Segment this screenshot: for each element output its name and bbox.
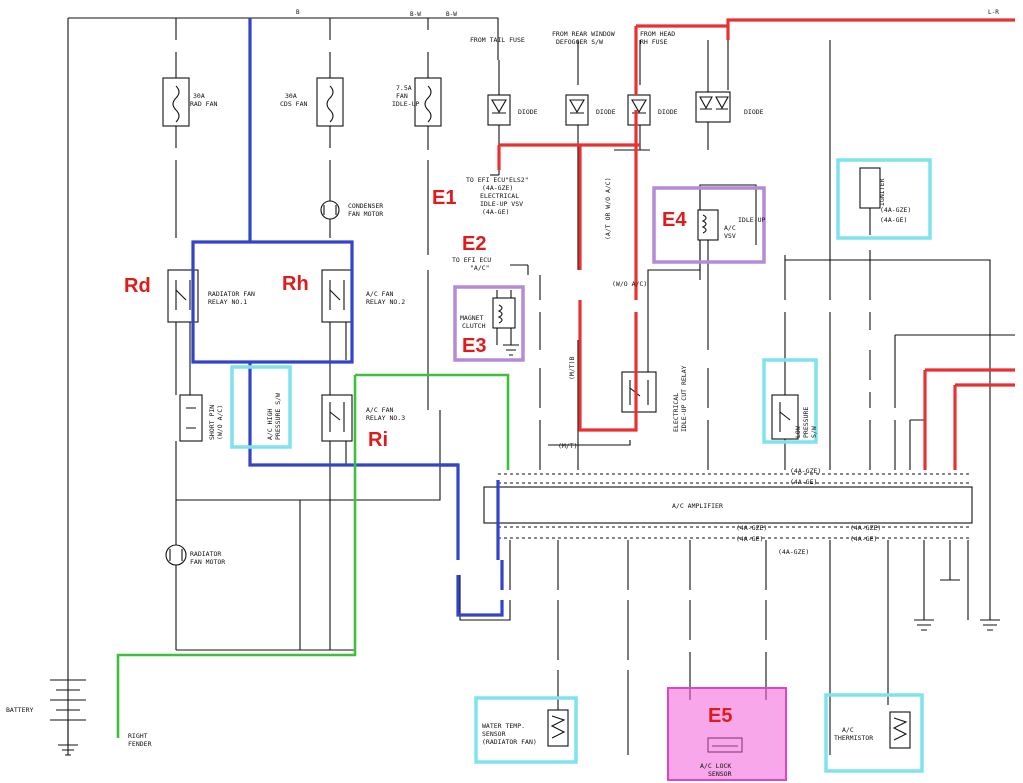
fuse-cds-name: CDS FAN [280, 100, 307, 108]
ac-vsv-label-b: VSV [724, 232, 736, 240]
ac-vsv-label-a: A/C [724, 224, 736, 232]
igniter-gze: (4A-GZE) [880, 206, 911, 214]
marker-rh: Rh [282, 273, 309, 295]
efi-label-a: TO EFI ECU"ELS2" [466, 176, 529, 184]
ac-relay3-label-b: RELAY NO.3 [366, 414, 405, 422]
fuse-idle-name1: FAN [396, 92, 408, 100]
condenser-label-a: CONDENSER [348, 202, 383, 210]
idle-up-vsv-box [652, 186, 766, 264]
idle-up-label: IDLE-UP [738, 216, 765, 224]
magnet-clutch-box [453, 285, 525, 362]
efi-label-e: (4A-GE) [482, 208, 509, 216]
rad-motor-label-a: RADIATOR [190, 550, 221, 558]
right-fender-label-a: RIGHT [128, 732, 148, 740]
condenser-label-b: FAN MOTOR [348, 210, 383, 218]
marker-e3: E3 [462, 335, 486, 357]
water-temp-label-b: SENSOR [482, 730, 506, 738]
wire-b-top: B [296, 9, 300, 16]
marker-e2: E2 [462, 233, 486, 255]
diode-j-label: DIODE [518, 108, 538, 116]
water-temp-label-c: (RADIATOR FAN) [482, 738, 537, 746]
labels: B B-W B-W L-R FROM TAIL FUSE FROM REAR W… [6, 9, 999, 778]
fuse-rad-name: RAD FAN [190, 100, 217, 108]
wire-bw-top: B-W [410, 11, 421, 18]
thermistor-label-a: A/C [842, 726, 854, 734]
base-wiring [50, 17, 1015, 756]
ac-relay2-label-b: RELAY NO.2 [366, 298, 405, 306]
elec-relay-label-a: ELECTRICAL [672, 393, 680, 432]
short-pin-label: SHORT PIN [208, 405, 216, 440]
marker-e1: E1 [432, 187, 456, 209]
blue-circuit [191, 18, 504, 617]
lock-sensor-label-a: A/C LOCK [700, 762, 731, 770]
fuse-cds-amp: 30A [285, 92, 297, 100]
elec-relay-label-b: IDLE-UP CUT RELAY [680, 365, 688, 432]
amp-gze-bot3: (4A-GZE) [778, 548, 809, 556]
fuse-rad-amp: 30A [193, 92, 205, 100]
efi2-label-b: "A/C" [470, 264, 490, 272]
low-pressure-label-c: S/W [810, 426, 818, 438]
efi-label-d: IDLE-UP VSV [480, 200, 523, 208]
hp-switch-label-a: A/C HIGH [266, 409, 274, 440]
mt-label: (M/T) [558, 442, 578, 450]
igniter-box [836, 158, 932, 240]
ac-relay3-label-a: A/C FAN [366, 406, 393, 414]
rh-fuse-label: RH FUSE [640, 38, 667, 46]
amp-gze-top: (4A-GZE) [790, 467, 821, 475]
water-temp-label-a: WATER TEMP. [482, 722, 525, 730]
amp-gze-bot: (4A-GZE) [736, 524, 767, 532]
marker-rd: Rd [124, 275, 151, 297]
marker-e4: E4 [662, 209, 687, 231]
diode-l-label: DIODE [658, 108, 678, 116]
at-wo-ac-label: (A/T OR W/O A/C) [604, 177, 612, 240]
low-pressure-label-b: PRESSURE [802, 407, 810, 438]
igniter-ge: (4A-GE) [880, 216, 907, 224]
low-pressure-label-a: LOW [794, 426, 802, 438]
lock-sensor-box [667, 687, 787, 781]
amp-ge-bot2: (4A-GE) [850, 535, 877, 543]
ac-relay2-label-a: A/C FAN [366, 290, 393, 298]
amplifier-label: A/C AMPLIFIER [672, 502, 723, 510]
thermistor-box [824, 693, 924, 773]
efi-label-b: (4A-GZE) [482, 184, 513, 192]
fuse-idle-amp: 7.5A [396, 84, 412, 92]
hp-switch-box [230, 365, 292, 449]
green-circuit [116, 373, 510, 738]
amp-ge-top: (4A-GE) [790, 478, 817, 486]
amp-gze-bot2: (4A-GZE) [850, 524, 881, 532]
lock-sensor-label-b: SENSOR [708, 770, 732, 778]
from-rear-label: FROM REAR WINDOW [552, 30, 615, 38]
thermistor-label-b: THERMISTOR [834, 734, 873, 742]
wire-bw-top2: B-W [446, 11, 457, 18]
fuse-idle-name2: IDLE-UP [392, 100, 419, 108]
igniter-label: IGNITER [878, 179, 886, 206]
from-tail-label: FROM TAIL FUSE [470, 36, 525, 44]
efi-label-c: ELECTRICAL [480, 192, 519, 200]
right-fender-label-b: FENDER [128, 740, 152, 748]
hp-switch-label-b: PRESSURE S/W [274, 393, 282, 440]
rad-motor-label-b: FAN MOTOR [190, 558, 225, 566]
rad-relay-label-b: RELAY NO.1 [208, 298, 247, 306]
low-pressure-box [762, 358, 818, 444]
amp-ge-bot: (4A-GE) [736, 535, 763, 543]
marker-e5: E5 [708, 705, 732, 727]
battery-label: BATTERY [6, 706, 33, 714]
wo-ac-label: (W/O A/C) [612, 280, 647, 288]
diode-m-label: DIODE [744, 108, 764, 116]
efi2-label-a: TO EFI ECU [452, 256, 491, 264]
wire-lr-top: L-R [988, 9, 999, 16]
defogger-label: DEFOGGER S/W [556, 38, 603, 46]
rad-relay-label-a: RADIATOR FAN [208, 290, 255, 298]
water-temp-box [474, 696, 578, 764]
mt-b-label: (M/T)B [568, 356, 576, 380]
magnet-label-a: MAGNET [460, 314, 484, 322]
marker-ri: Ri [368, 429, 388, 451]
magnet-label-b: CLUTCH [462, 322, 486, 330]
diode-k-label: DIODE [596, 108, 616, 116]
red-circuit [497, 18, 1015, 470]
short-pin-label-b: (W/O A/C) [216, 405, 224, 440]
from-head-label: FROM HEAD [640, 30, 675, 38]
